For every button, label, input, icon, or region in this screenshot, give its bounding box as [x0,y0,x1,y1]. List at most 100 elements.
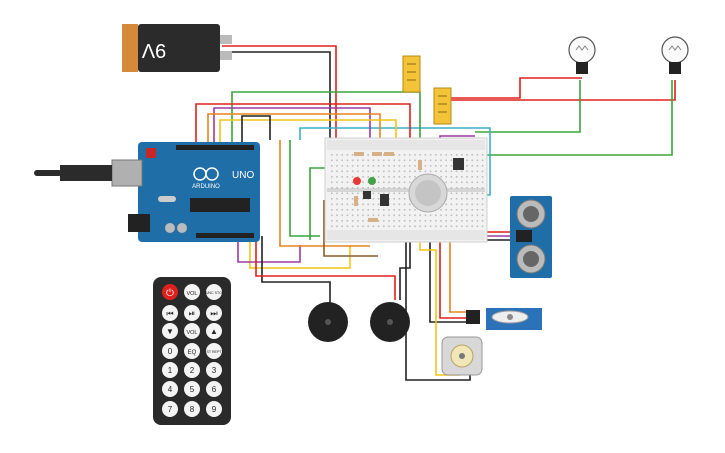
relay-body [402,55,421,93]
resistor-3[interactable] [384,152,394,156]
eq-button[interactable] [184,343,200,359]
breadboard-hole [481,176,484,178]
breadboard-hole [471,220,473,222]
piezo-buzzer-2[interactable] [370,302,410,342]
ultrasonic-sensor[interactable] [510,196,552,278]
relay-1[interactable] [402,55,421,93]
resistor-4[interactable] [354,196,358,206]
wire-purple-low [237,236,301,263]
photo-transistor[interactable] [453,158,464,170]
breadboard-hole [466,170,468,173]
battery-body [138,24,220,72]
breadboard-hole [445,209,447,211]
breadboard-hole [336,192,338,195]
bulb-filament [575,45,589,51]
breadboard-hole [393,225,395,228]
breadboard-hole [383,209,385,211]
next-button[interactable] [206,305,222,321]
button-body [363,191,371,199]
func-stop-button[interactable] [206,284,222,300]
breadboard-hole [481,159,484,162]
breadboard-hole [367,203,369,206]
wire-green-bb [289,140,320,237]
power-rail-top [327,140,485,150]
prev-button[interactable] [162,305,178,321]
push-button[interactable] [363,191,371,199]
breadboard-hole [393,181,395,184]
vol-down-button[interactable] [184,323,200,339]
led-red[interactable] [353,177,361,185]
breadboard-hole [377,165,380,167]
breadboard-hole [362,176,364,178]
breadboard-hole [450,159,453,162]
wire-purple-top [213,107,371,150]
resistor-body [384,152,394,156]
piezo-buzzer-1[interactable] [308,302,348,342]
breadboard-hole [419,225,421,228]
resistor-6[interactable] [418,160,422,170]
breadboard-hole [471,187,473,189]
breadboard-hole [398,176,401,178]
servo-motor[interactable] [466,308,542,330]
breadboard-hole [471,159,473,162]
st-rept-button[interactable] [206,343,222,359]
sensor-body [453,158,464,170]
digit-8-button[interactable] [184,401,200,417]
breadboard-hole [362,209,364,211]
breadboard-hole [450,209,453,211]
digit-7-button[interactable] [162,401,178,417]
breadboard-hole [455,187,458,189]
up-arrow-icon: ▲ [210,327,218,336]
digit-9-button[interactable] [206,401,222,417]
digit-5-button[interactable] [184,381,200,397]
breadboard-hole [440,220,442,222]
wire-yellow-top [219,119,397,150]
down-button[interactable] [162,323,178,339]
breadboard-hole [429,154,432,156]
breadboard-hole [341,187,343,189]
breadboard-hole [331,198,333,200]
reset-button[interactable] [146,148,156,158]
up-button[interactable] [206,323,222,339]
dc-motor[interactable] [441,336,483,376]
digit-3-button[interactable] [206,362,222,378]
ic-chip[interactable] [380,194,389,206]
breadboard-hole [377,192,380,195]
arduino-uno-board[interactable]: ARDUINO UNO [34,142,260,242]
vol-up-button[interactable] [184,284,200,300]
breadboard-hole [398,154,401,156]
play-pause-button[interactable] [184,305,200,321]
resistor-1[interactable] [354,152,364,156]
power-button[interactable] [162,284,178,300]
led-green[interactable] [368,177,376,185]
breadboard-hole [461,154,463,156]
breadboard-hole [435,214,437,217]
digit-1-button[interactable] [162,362,178,378]
resistor-5[interactable] [368,218,378,222]
digit-6-button[interactable] [206,381,222,397]
capacitor [177,223,187,233]
breadboard-hole [336,176,338,178]
ir-remote[interactable]: ⏻ VOL FUNC STOP ⏮ ⏯ ⏭ ▼ VOL ▲ 0 EQ ST RE… [153,277,231,425]
wire-battery-neg [222,51,331,140]
resistor-2[interactable] [372,152,382,156]
gas-sensor[interactable] [408,173,448,213]
breadboard-hole [440,170,442,173]
center-channel [327,188,485,192]
breadboard-hole [461,192,463,195]
breadboard-hole [409,203,411,206]
breadboard[interactable] [324,137,488,243]
digit-4-button[interactable] [162,381,178,397]
light-bulb-1[interactable] [568,36,596,74]
breadboard-hole [351,176,354,178]
digit-2-button[interactable] [184,362,200,378]
breadboard-hole [362,203,364,206]
breadboard-hole [481,187,484,189]
zero-button[interactable] [162,343,178,359]
relay-2[interactable] [433,87,452,125]
breadboard-hole [398,159,401,162]
breadboard-hole [440,165,442,167]
breadboard-hole [393,198,395,200]
light-bulb-2[interactable] [661,36,689,74]
battery-9v[interactable] [122,24,232,72]
